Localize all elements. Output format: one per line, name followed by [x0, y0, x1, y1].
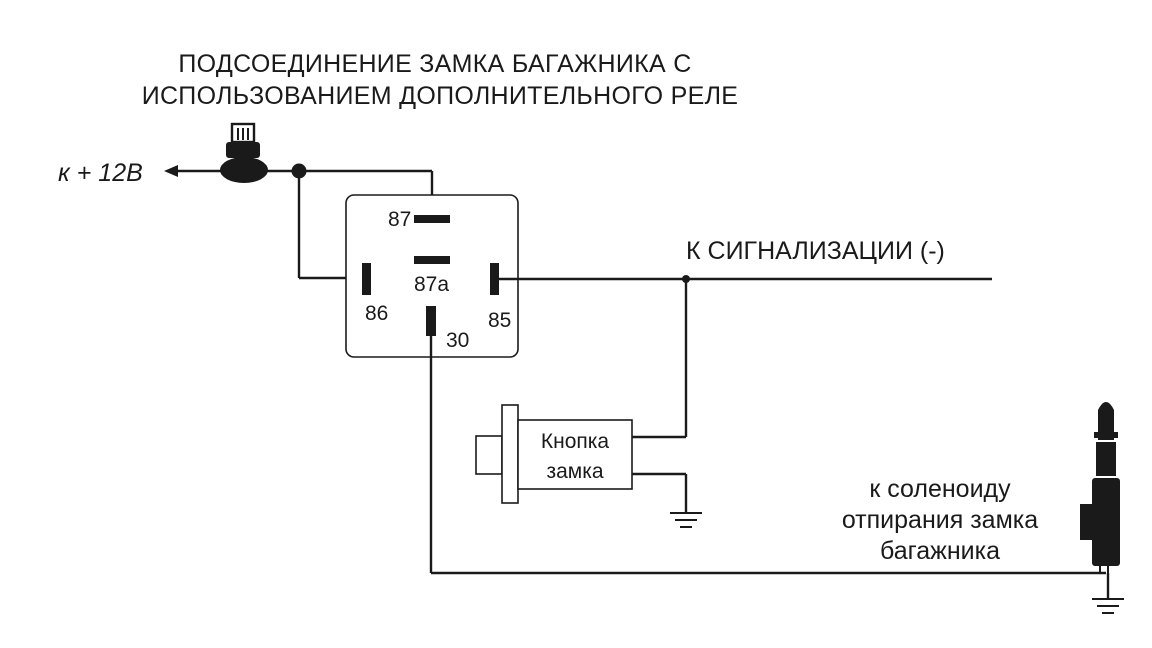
solenoid-label-line2: отпирания замка	[842, 506, 1038, 534]
relay-pin-86	[362, 263, 371, 295]
solenoid-icon	[1080, 402, 1120, 590]
solenoid-label-line3: багажника	[880, 537, 1000, 565]
relay-pin-87	[414, 215, 450, 223]
pin-87-label: 87	[388, 208, 411, 231]
power-arrow	[164, 165, 222, 177]
relay-pin-87a	[414, 256, 450, 264]
pin-85-label: 85	[488, 309, 511, 332]
power-label: к + 12В	[58, 159, 143, 187]
button-label-line2: замка	[546, 460, 603, 483]
diagram-title-line1: ПОДСОЕДИНЕНИЕ ЗАМКА БАГАЖНИКА С	[178, 50, 691, 78]
pin-30-label: 30	[446, 329, 469, 352]
pin-86-label: 86	[365, 302, 388, 325]
ground-icon-solenoid	[1092, 598, 1124, 614]
button-label-line1: Кнопка	[541, 430, 610, 453]
fuse-icon	[220, 122, 268, 183]
pin-87a-label: 87а	[414, 273, 449, 296]
trunk-button	[475, 404, 633, 504]
alarm-label: К СИГНАЛИЗАЦИИ (-)	[686, 237, 945, 265]
solenoid-label-line1: к соленоиду	[869, 475, 1011, 503]
relay-pin-85	[490, 263, 499, 295]
ground-icon-button	[670, 512, 702, 528]
relay-pin-30	[426, 306, 436, 336]
diagram-title-line2: ИСПОЛЬЗОВАНИЕМ ДОПОЛНИТЕЛЬНОГО РЕЛЕ	[142, 82, 739, 110]
